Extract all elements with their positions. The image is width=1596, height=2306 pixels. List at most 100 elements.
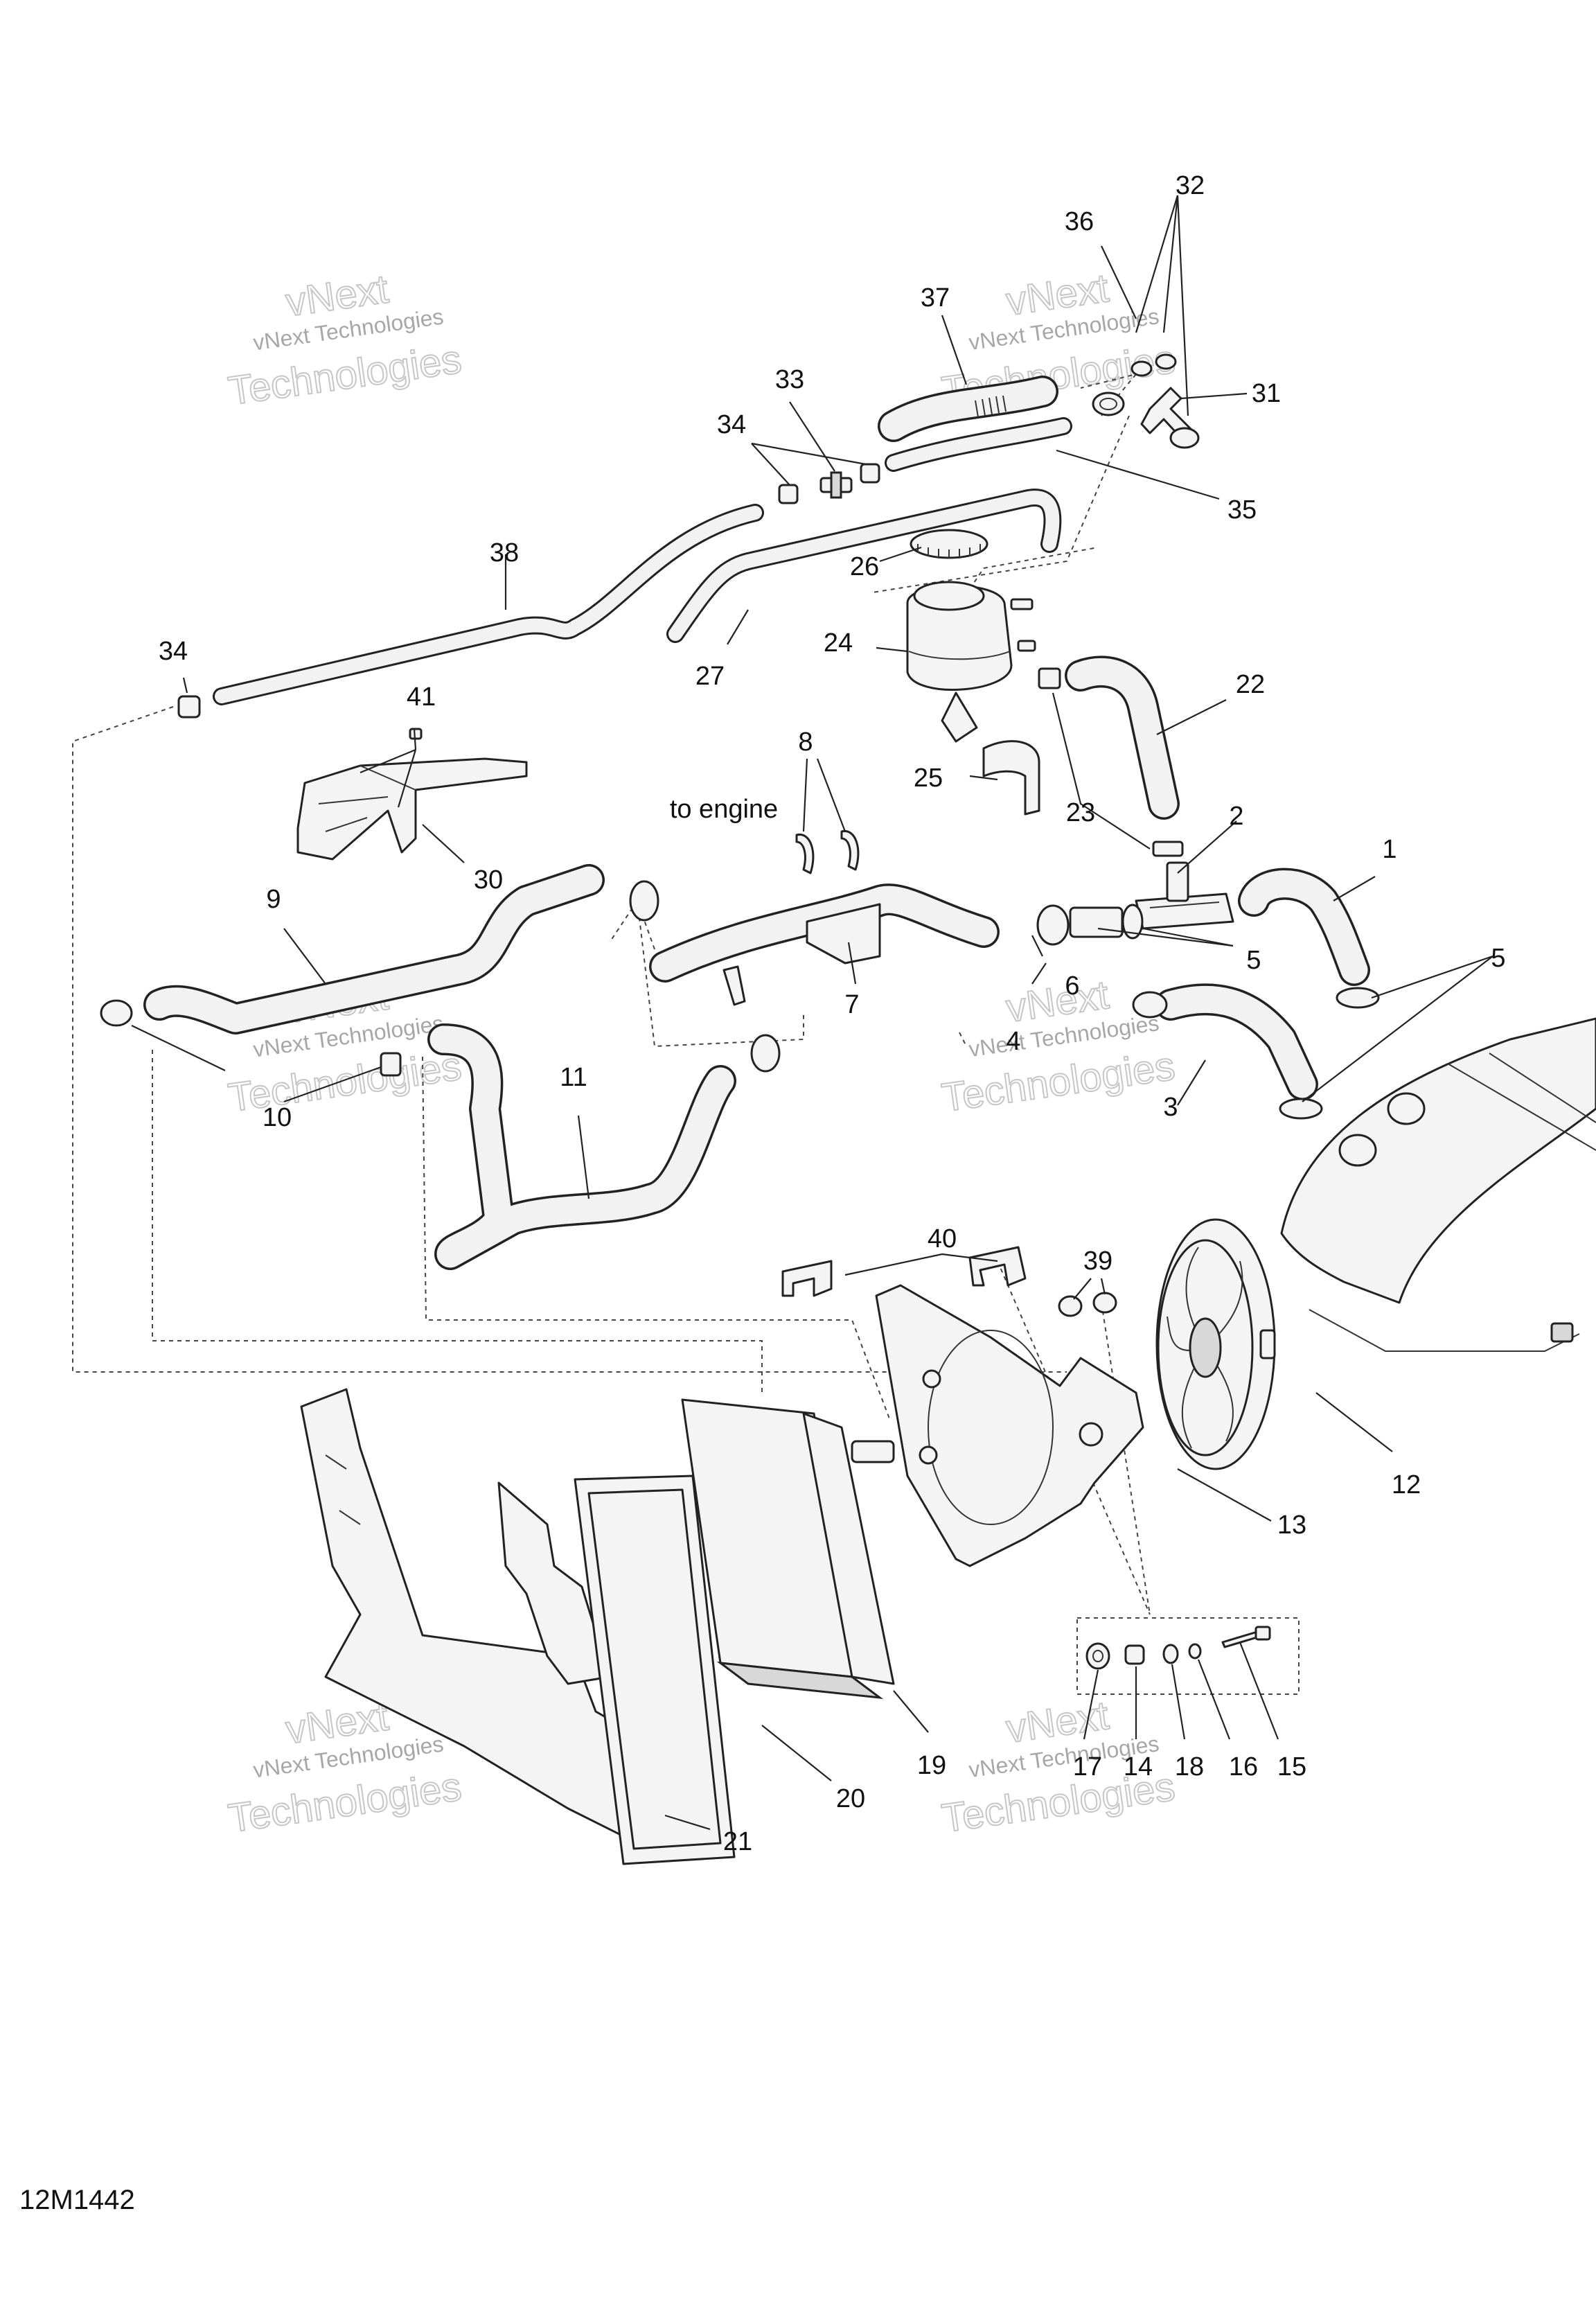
coolant-reservoir-24: [906, 581, 1036, 743]
clamp-23-lower: [1152, 840, 1184, 857]
callout-35: 35: [1227, 495, 1257, 525]
clamp-11: [750, 1034, 781, 1073]
grommet-39-right: [1092, 1292, 1117, 1314]
callout-37: 37: [921, 283, 950, 313]
hose-11: [427, 1023, 736, 1270]
callout-34-left: 34: [159, 637, 188, 666]
callout-20: 20: [836, 1784, 865, 1813]
engine-casing: [1280, 1017, 1596, 1352]
callout-labels: 32 36 37 31 33 34 35 38 26 34 24 27 22 4…: [159, 171, 1506, 1856]
leader-lines: [131, 195, 1493, 1831]
hardware-kit-box: [1076, 1617, 1300, 1695]
callout-9: 9: [266, 885, 281, 914]
washer-18: [1162, 1644, 1179, 1664]
callout-18: 18: [1175, 1752, 1204, 1781]
deflector-30: [296, 757, 528, 861]
callout-41: 41: [407, 683, 436, 712]
nut-34-upper-right: [860, 463, 880, 484]
callout-27: 27: [695, 662, 725, 691]
hose-1: [1238, 868, 1370, 986]
hose-3: [1155, 983, 1318, 1100]
callout-30: 30: [474, 865, 503, 895]
radiator-screen-20: [574, 1475, 736, 1865]
callout-24: 24: [824, 628, 853, 658]
callout-2: 2: [1229, 802, 1243, 831]
cap-32: [1130, 353, 1200, 449]
callout-8: 8: [798, 728, 813, 757]
cooling-fan-12: [1155, 1218, 1276, 1470]
guide-line-6: [959, 1032, 967, 1047]
callout-25: 25: [914, 764, 943, 793]
callout-31: 31: [1252, 379, 1281, 408]
callout-17: 17: [1073, 1752, 1102, 1781]
callout-14: 14: [1124, 1752, 1153, 1781]
washer-16: [1188, 1643, 1202, 1660]
pipe-7: [649, 883, 1000, 1006]
hose-9: [143, 864, 605, 1035]
hose-connector-5: [1069, 906, 1124, 938]
note-to-engine: to engine: [670, 795, 778, 824]
fitting-33: [819, 471, 853, 499]
callout-6: 6: [1065, 971, 1079, 1001]
bracket-40-right: [968, 1246, 1027, 1287]
callout-5-right: 5: [1491, 944, 1505, 973]
guide-line-27: [969, 547, 1099, 590]
callout-16: 16: [1229, 1752, 1258, 1781]
radiator-19: [681, 1398, 895, 1700]
reservoir-cap-26: [910, 529, 988, 559]
hose-27: [666, 489, 1062, 643]
watermark-top-left: vNext vNext Technologies Technologies: [225, 265, 465, 414]
callout-19: 19: [917, 1751, 946, 1780]
clamp-23-upper: [1038, 667, 1061, 689]
callout-36: 36: [1065, 207, 1094, 236]
callout-11: 11: [560, 1063, 587, 1092]
t-fitting-2: [1135, 861, 1234, 930]
hose-38: [213, 504, 764, 705]
callout-4: 4: [1006, 1027, 1020, 1056]
diagram-reference-code: 12M1442: [19, 2185, 135, 2215]
callout-12: 12: [1392, 1470, 1421, 1499]
callout-1: 1: [1382, 835, 1396, 864]
screw-41: [409, 728, 423, 740]
callout-22: 22: [1236, 670, 1265, 699]
guide-line-11: [422, 1056, 891, 1421]
clamp-upper-9: [629, 880, 659, 922]
callout-33: 33: [775, 365, 804, 394]
hose-22: [1065, 655, 1180, 820]
callout-23: 23: [1066, 798, 1095, 827]
callout-26: 26: [850, 552, 879, 581]
watermark-mid-right: vNext vNext Technologies Technologies: [939, 971, 1178, 1121]
hose-37: [878, 376, 1058, 442]
bracket-40-left: [781, 1260, 833, 1297]
clip-8: [795, 830, 860, 874]
clamp-5-hose-3: [1279, 1098, 1323, 1120]
clamp-36: [1092, 391, 1125, 416]
guide-line-35-tank: [872, 415, 1130, 593]
spacer-14: [1124, 1644, 1145, 1665]
clamp-10-right: [380, 1052, 402, 1077]
callout-34-top: 34: [717, 410, 746, 439]
callout-10: 10: [263, 1103, 292, 1132]
clamp-6: [1036, 904, 1070, 946]
guide-line-hardware-2: [1101, 1302, 1151, 1615]
clamp-5-right: [1336, 987, 1380, 1009]
callout-38: 38: [490, 538, 519, 567]
grommet-39-left: [1058, 1295, 1083, 1317]
callout-21: 21: [723, 1827, 752, 1856]
nut-34-upper-left: [778, 484, 799, 504]
clamp-10-left: [100, 999, 133, 1027]
screw-15: [1221, 1626, 1271, 1648]
callout-5-middle: 5: [1246, 946, 1261, 975]
callout-40: 40: [928, 1224, 957, 1253]
clamp-5-middle: [1121, 904, 1144, 940]
callout-3: 3: [1163, 1093, 1178, 1122]
guide-line-34: [72, 706, 1067, 1373]
callout-15: 15: [1277, 1752, 1306, 1781]
callout-39: 39: [1083, 1247, 1112, 1276]
grommet-17: [1085, 1642, 1110, 1670]
callout-32: 32: [1176, 171, 1205, 200]
clamp-6-hose-3: [1132, 991, 1168, 1019]
nut-34-left: [177, 695, 201, 719]
guide-line-7-box: [637, 900, 804, 1048]
guide-line-9: [152, 1050, 763, 1393]
